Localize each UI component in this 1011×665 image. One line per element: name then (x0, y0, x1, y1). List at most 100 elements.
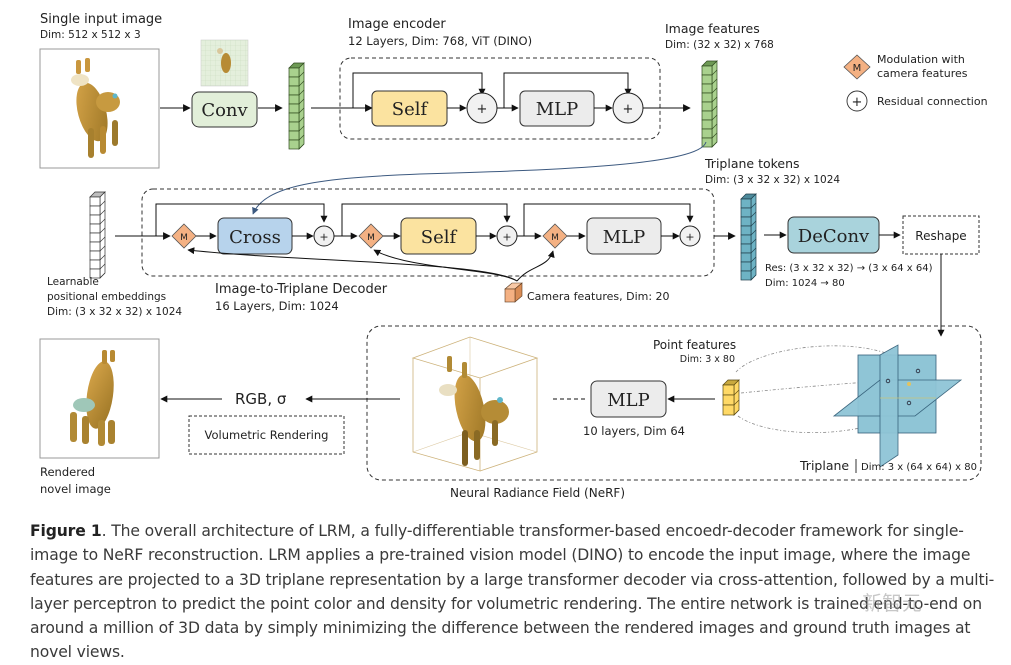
decoder-residual-3 (679, 225, 701, 247)
plus-icon: + (319, 231, 328, 244)
camera-cube-icon (504, 282, 523, 303)
token-cell (740, 261, 752, 272)
token-cell (89, 268, 101, 279)
token-cell (701, 92, 713, 103)
point-features-title: Point features (653, 338, 736, 352)
token-cell (288, 67, 300, 78)
nerf-title: Neural Radiance Field (NeRF) (450, 486, 625, 500)
modulation-diamond-icon (171, 223, 197, 249)
token-edge (711, 87, 718, 94)
token-edge (298, 71, 305, 78)
token-cell (701, 137, 713, 148)
triplane-dim: Dim: 3 x (64 x 64) x 80 (861, 462, 977, 473)
token-cell (740, 234, 752, 245)
token-side (733, 379, 740, 416)
token-edge (99, 254, 106, 261)
token-cell (701, 101, 713, 112)
token-cell (740, 252, 752, 263)
token-cell (740, 198, 752, 209)
token-cell (701, 128, 713, 139)
positional-line1: Learnable (47, 276, 99, 288)
token-cell (701, 74, 713, 85)
token-cell (288, 130, 300, 141)
nerf-giraffe-image (439, 356, 509, 466)
token-cell (722, 394, 735, 406)
token-edge (733, 389, 740, 396)
token-edge (99, 209, 106, 216)
triplane-decoder: M Cross + M Self + M MLP + Image-to-Trip… (141, 188, 715, 313)
plus-icon: + (685, 231, 694, 244)
image-features-section: Image features Dim: (32 x 32) x 768 (665, 21, 774, 148)
token-edge (711, 114, 718, 121)
token-cell (722, 404, 735, 416)
token-edge (750, 274, 757, 281)
rendered-giraffe-image (70, 350, 115, 446)
token-cell (740, 216, 752, 227)
positional-embeddings: Learnable positional embeddings Dim: (3 … (47, 191, 182, 318)
token-edge (298, 125, 305, 132)
token-cell (89, 241, 101, 252)
nerf-mlp-sub: 10 layers, Dim 64 (583, 424, 685, 438)
camera-features-label: Camera features, Dim: 20 (527, 290, 670, 303)
token-edge (750, 238, 757, 245)
triplane-tokens-section: Triplane tokens Dim: (3 x 32 x 32) x 102… (704, 156, 840, 281)
token-edge (733, 399, 740, 406)
token-edge (750, 265, 757, 272)
input-image-dim: Dim: 512 x 512 x 3 (40, 29, 141, 41)
rendered-line2: novel image (40, 482, 111, 496)
mod-symbol: M (180, 233, 188, 243)
token-cell (288, 76, 300, 87)
image-features-column (701, 60, 718, 148)
token-cell (89, 232, 101, 243)
lrm-architecture-diagram: Single input image Dim: 512 x 512 x 3 Co… (39, 12, 988, 500)
token-cell (288, 112, 300, 123)
token-cell (722, 384, 735, 396)
mod-symbol: M (367, 233, 375, 243)
token-cell (288, 139, 300, 150)
nerf-mlp-block: MLP 10 layers, Dim 64 (583, 380, 685, 438)
token-edge (298, 89, 305, 96)
token-cell (288, 94, 300, 105)
token-edge (298, 98, 305, 105)
token-cell (701, 65, 713, 76)
token-cell (288, 103, 300, 114)
patch-thumbnail (200, 39, 249, 87)
patch-tokens-column (288, 62, 305, 150)
encoder-self-label: Self (392, 99, 429, 120)
modulation-diamond-icon (358, 223, 384, 249)
reshape-label: Reshape (915, 229, 966, 243)
decoder-skip-2 (341, 203, 511, 236)
token-cell (701, 119, 713, 130)
cross-label: Cross (229, 227, 281, 248)
token-edge (711, 141, 718, 148)
legend-modulation-line1: Modulation with (877, 53, 965, 66)
legend-modulation: M Modulation with camera features (843, 53, 968, 80)
plus-icon: + (477, 102, 488, 117)
image-features-dim: Dim: (32 x 32) x 768 (665, 39, 774, 51)
rgb-sigma-label: RGB, σ (235, 390, 287, 408)
conv-block: Conv (191, 91, 258, 128)
decoder-skip-3 (523, 203, 694, 236)
token-cell (89, 196, 101, 207)
token-cell (740, 225, 752, 236)
rendered-image-section: Rendered novel image (39, 338, 160, 496)
triplane-tokens-column (740, 193, 757, 281)
legend-residual-label: Residual connection (877, 95, 988, 108)
positional-embeddings-column (89, 191, 106, 279)
image-encoder: Image encoder 12 Layers, Dim: 768, ViT (… (339, 17, 661, 140)
encoder-title: Image encoder (348, 17, 446, 32)
decoder-skip-1 (155, 203, 328, 236)
token-cell (740, 243, 752, 254)
arrow-camera-to-mod3 (516, 250, 555, 282)
encoder-dashed-box (339, 57, 661, 140)
legend: M Modulation with camera features + Resi… (843, 53, 988, 112)
token-cell (740, 207, 752, 218)
modulation-symbol: M (853, 63, 862, 74)
deconv-block: DeConv Res: (3 x 32 x 32) → (3 x 64 x 64… (765, 216, 933, 289)
deconv-dim: Dim: 1024 → 80 (765, 278, 845, 289)
token-edge (711, 132, 718, 139)
positional-dim: Dim: (3 x 32 x 32) x 1024 (47, 306, 182, 318)
token-edge (711, 69, 718, 76)
token-cell (288, 121, 300, 132)
triplane-tokens-title: Triplane tokens (704, 156, 800, 171)
